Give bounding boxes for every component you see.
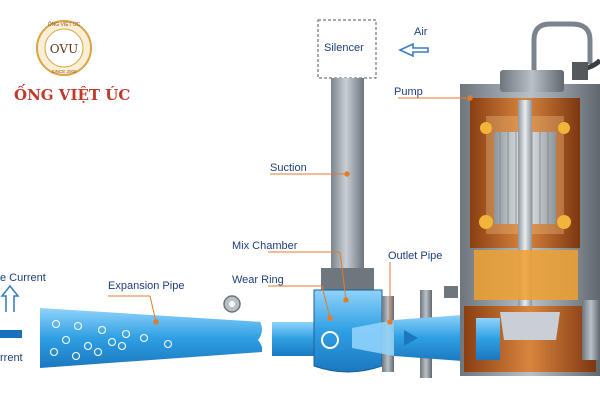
label-outlet-pipe: Outlet Pipe: [388, 250, 443, 262]
label-expansion-pipe: Expansion Pipe: [108, 280, 185, 292]
bearing-top-left: [480, 122, 492, 134]
flow-arrow-icon: [404, 330, 418, 346]
outlet-pipe: [394, 314, 476, 362]
up-arrow-icon: [0, 284, 20, 312]
current-bar: [0, 330, 22, 338]
label-current-bottom: rrent: [0, 352, 23, 364]
mix-chamber: [313, 289, 383, 373]
company-logo: OVU ỐNG VIỆT ÚC SINCE 2009: [36, 20, 92, 76]
air-arrow-icon: [398, 42, 429, 58]
label-air: Air: [414, 26, 428, 38]
bolt-hole-center: [229, 301, 235, 307]
bearing-right: [557, 215, 571, 229]
volute-water: [476, 318, 500, 360]
mix-chamber-swirl-icon: [321, 331, 339, 349]
cable-gland: [572, 62, 588, 80]
lifting-handle: [531, 21, 593, 70]
logo-initials: OVU: [50, 42, 78, 56]
label-current-top: e Current: [0, 272, 46, 284]
air-bubbles: [49, 319, 173, 361]
oil-chamber: [474, 250, 578, 300]
brand-name: ỐNG VIỆT ÚC: [14, 86, 131, 104]
wear-ring-pipe: [272, 322, 320, 356]
logo-since: SINCE 2009: [51, 69, 77, 74]
bearing-left: [479, 215, 493, 229]
label-wear-ring: Wear Ring: [232, 274, 284, 286]
impeller: [500, 312, 560, 340]
pipe-break: [258, 318, 275, 358]
pump-top-cap: [500, 70, 564, 92]
label-pump: Pump: [394, 86, 423, 98]
logo-arc-text: ỐNG VIỆT ÚC: [48, 20, 81, 28]
bearing-top-right: [558, 122, 570, 134]
top-flange-stud: [444, 286, 458, 298]
suction-pipe: [331, 78, 364, 280]
suction-collar: [321, 268, 374, 290]
label-suction: Suction: [270, 162, 307, 174]
expansion-pipe: [40, 308, 262, 368]
pump-discharge: [582, 300, 600, 360]
nozzle: [352, 320, 394, 356]
label-silencer: Silencer: [324, 42, 364, 54]
leader-lines: [108, 95, 473, 325]
label-mix-chamber: Mix Chamber: [232, 240, 298, 252]
